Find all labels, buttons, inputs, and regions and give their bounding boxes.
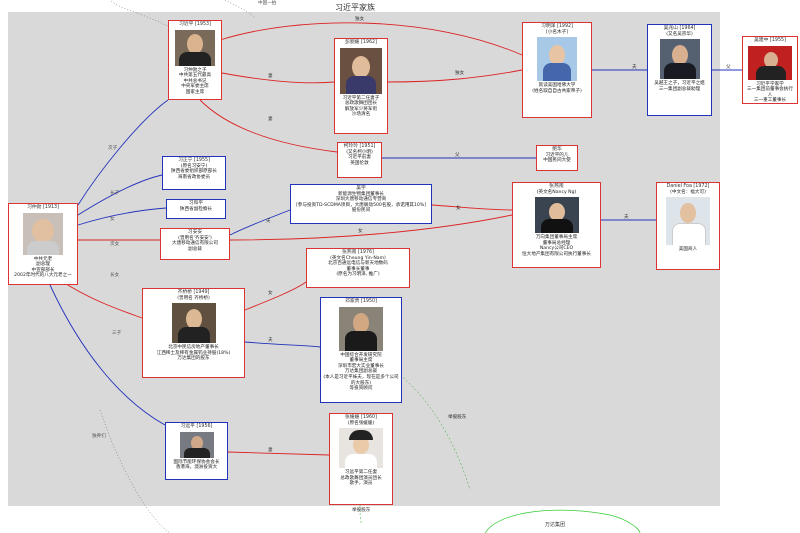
edge-qq-zn2 xyxy=(244,281,307,311)
portrait-photo xyxy=(339,428,383,469)
edge-label: 次子 xyxy=(108,146,118,151)
node-deng-jiagui[interactable]: 邓家贵 [1950] 中国综合开发研究院 董事局主席 深圳市宏大实业董事长 万达… xyxy=(320,297,402,403)
node-xi-anan[interactable]: 习安安 (曾用名'齐安安') 大唐移动通信有限公司 副总裁 xyxy=(160,228,230,260)
node-xi-yuanping[interactable]: 习远平 [1956] 国际节能环保协会会长 香港海，澳洲投资大 xyxy=(165,422,228,480)
edge-label: 次女 xyxy=(110,242,120,247)
node-xi-heping[interactable]: 习和平 陕西省副检察长 xyxy=(166,199,226,219)
node-wu-zhaoshan[interactable]: 吴兆山 [1964] (又名吴宗华) 吴越王之子，习近平之姐 三一集团副总裁助理 xyxy=(647,24,712,116)
node-zhang-yannan-2[interactable]: 张燕南 [1976] (英文名Cheung Yin-Nam) 北京百通远电信与新… xyxy=(306,248,410,288)
edge-anan-zn xyxy=(229,214,513,241)
node-yong-hui[interactable]: 吴宇 新能源生物集团董事长 深圳大唐移动通信专营商 [参与投资TD-SCDMA项… xyxy=(290,184,432,224)
edge-label: 独女 xyxy=(455,71,465,76)
edge-label: 夫 xyxy=(632,65,637,70)
edge-anan-yh xyxy=(229,209,291,236)
edge-label: 长子 xyxy=(110,191,120,196)
portrait-photo xyxy=(666,197,710,246)
edge-label: 妻 xyxy=(268,117,273,122)
node-wenhua[interactable]: 鲍华 习近平的儿 中国民间大使 xyxy=(536,145,578,171)
node-ke-lingling[interactable]: 柯玲玲 [1951] (又名柯小明) 习近平前妻 英国伦敦 xyxy=(337,142,382,178)
node-wu-jianzhong[interactable]: 吴建中 [1955] 习近平学家学 三一集团前董事会执行人 三一重工董事长 xyxy=(742,36,798,104)
edge-label: 独养们 xyxy=(92,434,106,439)
edge-deng-share xyxy=(399,374,471,491)
edge-zh-hp xyxy=(77,207,167,226)
node-daniel-foa[interactable]: Daniel Foa [1972] (中文名：福大可) 美国商人 xyxy=(656,182,720,270)
portrait-photo xyxy=(340,47,382,94)
edge-label: 父 xyxy=(726,65,731,70)
portrait-photo xyxy=(339,306,383,351)
edge-peng-daughter xyxy=(387,69,523,83)
edge-xi-peng xyxy=(221,72,335,84)
node-xi-zhengning[interactable]: 习正宁 [1955] (原名习安宁) 陕西省委组织部原部长 海南省政协委员 xyxy=(162,156,226,190)
edge-zh-yp xyxy=(49,284,166,426)
edge-label: 夫 xyxy=(266,219,271,224)
node-xi-mingze[interactable]: 习明泽 [1992] [小名木子] 就读美国哈佛大学 (姓名取自自古共家帝子) xyxy=(522,22,592,118)
edge-label: 父 xyxy=(455,153,460,158)
edge-label: 独女 xyxy=(355,17,365,22)
portrait-photo xyxy=(748,45,792,80)
edge-label: 女 xyxy=(358,229,363,234)
edge-dotted xyxy=(224,0,256,19)
edge-wanda-arc xyxy=(484,509,641,533)
edge-qq-deng xyxy=(244,341,321,348)
node-zhang-yannan[interactable]: 张燕南 (英文名Nancy Ng) 万向集团董事局主席 董事局总经理 Nancy… xyxy=(512,182,601,268)
edge-label: 妻 xyxy=(268,448,273,453)
node-xi-zhongxun[interactable]: 习仲勋 [1913] 中共元老 副总理 中宣部部长 2002年时代的八大元老之一 xyxy=(8,203,78,285)
portrait-photo xyxy=(171,303,216,344)
edge-label: 女 xyxy=(268,291,273,296)
portrait-photo xyxy=(537,37,577,82)
edge-yh-zn xyxy=(431,204,513,211)
portrait-photo xyxy=(175,29,215,66)
edge-label: 女 xyxy=(110,217,115,222)
node-zhang-yuanyuan[interactable]: 张媛媛 [1960] (原名张媛媛) 习远平第二任妻 总政歌舞团演员团长 歌手，… xyxy=(329,413,393,505)
edge-label: 妻 xyxy=(268,74,273,79)
edge-label: 长女 xyxy=(110,273,120,278)
edge-zh-qq xyxy=(59,279,143,319)
edge-label: 夫 xyxy=(268,338,273,343)
portrait-photo xyxy=(179,431,214,458)
edge-label: 三子 xyxy=(112,331,122,336)
edge-zh-zn xyxy=(77,174,163,216)
edge-xi-ke xyxy=(199,99,338,153)
edge-label: 举股股东 xyxy=(448,415,467,420)
edge-yp-zy xyxy=(227,451,330,456)
node-wanda[interactable]: 万达集团 xyxy=(545,522,566,528)
edge-xi-daughter xyxy=(219,22,523,56)
top-cut-label: 中国一拍 xyxy=(258,1,277,6)
diagram-title: 习近平家族 xyxy=(335,3,375,12)
edge-label: 夫 xyxy=(624,215,629,220)
portrait-photo xyxy=(23,212,63,255)
portrait-photo xyxy=(534,197,579,234)
edge-dotted xyxy=(99,409,171,533)
portrait-photo xyxy=(659,39,700,80)
edge-zh-xi xyxy=(77,99,169,206)
node-peng-liyuan[interactable]: 彭丽媛 [1962] 习近平第二任妻子 总政歌舞团团长 解放军少将军衔 沙场清名 xyxy=(334,38,388,134)
node-qi-qiaoqiao[interactable]: 齐桥桥 [1949] (曾用名 齐桥桥) 北京中民信房地产董事长 江西稀土及稀有… xyxy=(142,288,245,378)
node-xi-jinping[interactable]: 习近平 [1953] 习仲勋之子 中共第五代最高 中共总书记 中央军委主席 国家… xyxy=(168,20,222,100)
edge-dotted xyxy=(109,0,176,31)
edge-label: 女 xyxy=(456,206,461,211)
edge-label: 举股股东 xyxy=(352,508,371,513)
